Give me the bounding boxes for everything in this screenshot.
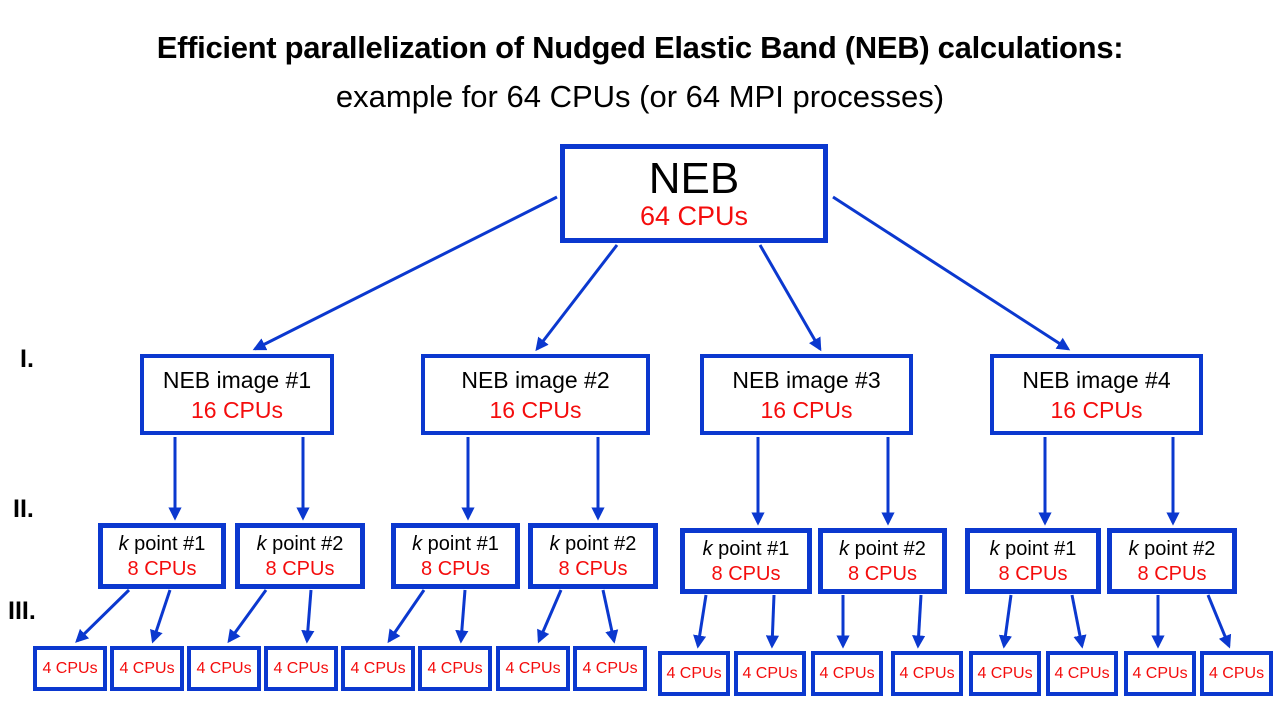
- arrows-images-to-kpoints: [168, 437, 1180, 526]
- cpu-box-13: 4 CPUs: [969, 651, 1041, 696]
- kpoint-label: k point #1: [118, 532, 206, 555]
- cpu-box-label: 4 CPUs: [196, 659, 252, 677]
- cpu-box-1: 4 CPUs: [33, 646, 107, 691]
- kpoint-cpus: 8 CPUs: [421, 557, 490, 580]
- kpoint-box-img1-kp2: k point #2 8 CPUs: [235, 523, 365, 589]
- cpu-box-5: 4 CPUs: [341, 646, 415, 691]
- cpu-box-16: 4 CPUs: [1200, 651, 1273, 696]
- neb-image-cpus: 16 CPUs: [1050, 396, 1143, 423]
- cpu-box-label: 4 CPUs: [582, 659, 638, 677]
- cpu-box-3: 4 CPUs: [187, 646, 261, 691]
- cpu-box-label: 4 CPUs: [819, 664, 875, 682]
- kpoint-cpus: 8 CPUs: [998, 562, 1068, 585]
- kpoint-box-img3-kp2: k point #2 8 CPUs: [818, 528, 947, 594]
- slide-title-line2: example for 64 CPUs (or 64 MPI processes…: [335, 79, 945, 114]
- neb-root-box: NEB 64 CPUs: [560, 144, 828, 243]
- arrows-kpoints-to-cpus: [75, 588, 1232, 649]
- kpoint-label: k point #2: [1128, 537, 1216, 560]
- kpoint-box-img4-kp1: k point #1 8 CPUs: [965, 528, 1101, 594]
- cpu-box-10: 4 CPUs: [734, 651, 806, 696]
- neb-image-label: NEB image #1: [162, 366, 312, 393]
- cpu-box-label: 4 CPUs: [666, 664, 722, 682]
- cpu-box-14: 4 CPUs: [1046, 651, 1118, 696]
- cpu-box-label: 4 CPUs: [1132, 664, 1188, 682]
- neb-image-box-3: NEB image #3 16 CPUs: [700, 354, 913, 435]
- kpoint-label: k point #2: [549, 532, 637, 555]
- slide-title-line1: Efficient parallelization of Nudged Elas…: [156, 30, 1124, 65]
- cpu-box-label: 4 CPUs: [1054, 664, 1110, 682]
- neb-root-label: NEB: [648, 154, 740, 203]
- neb-image-label: NEB image #4: [1022, 366, 1171, 393]
- cpu-box-label: 4 CPUs: [977, 664, 1033, 682]
- kpoint-box-img2-kp2: k point #2 8 CPUs: [528, 523, 658, 589]
- neb-image-cpus: 16 CPUs: [489, 396, 582, 423]
- kpoint-label: k point #1: [702, 537, 790, 560]
- kpoint-box-img1-kp1: k point #1 8 CPUs: [98, 523, 226, 589]
- kpoint-cpus: 8 CPUs: [711, 562, 781, 585]
- arrows-root-to-images: [252, 195, 1071, 352]
- neb-image-label: NEB image #3: [732, 366, 881, 393]
- cpu-box-4: 4 CPUs: [264, 646, 338, 691]
- cpu-box-label: 4 CPUs: [505, 659, 561, 677]
- cpu-box-8: 4 CPUs: [573, 646, 647, 691]
- neb-image-label: NEB image #2: [461, 366, 610, 393]
- kpoint-box-img4-kp2: k point #2 8 CPUs: [1107, 528, 1237, 594]
- cpu-box-7: 4 CPUs: [496, 646, 570, 691]
- level-label-I: I.: [20, 345, 34, 373]
- cpu-box-label: 4 CPUs: [1208, 664, 1265, 682]
- neb-image-cpus: 16 CPUs: [760, 396, 853, 423]
- kpoint-label: k point #1: [989, 537, 1077, 560]
- cpu-box-9: 4 CPUs: [658, 651, 730, 696]
- neb-image-box-2: NEB image #2 16 CPUs: [421, 354, 650, 435]
- neb-image-box-4: NEB image #4 16 CPUs: [990, 354, 1203, 435]
- kpoint-cpus: 8 CPUs: [265, 557, 335, 580]
- kpoint-box-img2-kp1: k point #1 8 CPUs: [391, 523, 520, 589]
- kpoint-cpus: 8 CPUs: [127, 557, 197, 580]
- cpu-box-label: 4 CPUs: [427, 659, 483, 677]
- neb-image-box-1: NEB image #1 16 CPUs: [140, 354, 334, 435]
- kpoint-label: k point #2: [839, 537, 926, 560]
- cpu-box-label: 4 CPUs: [42, 659, 98, 677]
- cpu-box-label: 4 CPUs: [742, 664, 798, 682]
- kpoint-cpus: 8 CPUs: [848, 562, 917, 585]
- cpu-box-11: 4 CPUs: [811, 651, 883, 696]
- cpu-box-2: 4 CPUs: [110, 646, 184, 691]
- neb-root-cpus: 64 CPUs: [639, 201, 749, 231]
- level-label-II: II.: [13, 495, 34, 523]
- kpoint-box-img3-kp1: k point #1 8 CPUs: [680, 528, 812, 594]
- cpu-box-15: 4 CPUs: [1124, 651, 1196, 696]
- kpoint-label: k point #2: [256, 532, 344, 555]
- level-label-III: III.: [8, 597, 36, 625]
- cpu-box-6: 4 CPUs: [418, 646, 492, 691]
- kpoint-cpus: 8 CPUs: [1137, 562, 1207, 585]
- cpu-box-label: 4 CPUs: [119, 659, 175, 677]
- neb-image-cpus: 16 CPUs: [190, 396, 284, 423]
- kpoint-label: k point #1: [412, 532, 499, 555]
- cpu-box-label: 4 CPUs: [899, 664, 955, 682]
- cpu-box-label: 4 CPUs: [350, 659, 406, 677]
- cpu-box-12: 4 CPUs: [891, 651, 963, 696]
- kpoint-cpus: 8 CPUs: [558, 557, 628, 580]
- cpu-box-label: 4 CPUs: [273, 659, 329, 677]
